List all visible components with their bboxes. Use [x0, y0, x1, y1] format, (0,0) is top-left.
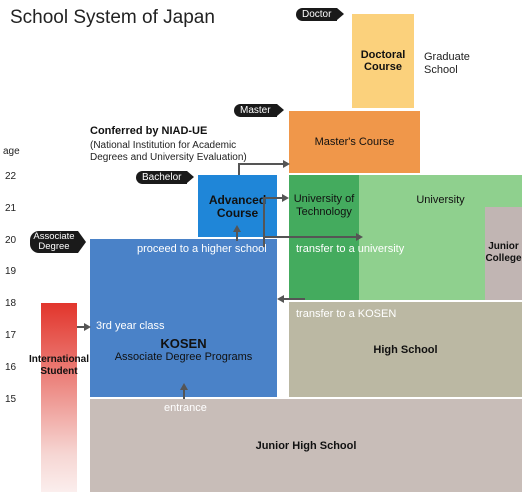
international-arrow-head [84, 323, 91, 331]
advanced-line1: Advanced [208, 193, 267, 207]
transfer-to-kosen-label: transfer to a KOSEN [296, 308, 397, 320]
high-school-label: High School [373, 343, 438, 356]
graduate-line1: Graduate [424, 51, 470, 63]
associate-line1: Associate [33, 231, 75, 242]
niad-heading: Conferred by NIAD-UE [90, 125, 208, 137]
doctoral-line2: Course [364, 61, 402, 73]
university-label: University [416, 194, 465, 206]
associate-tag-point [78, 231, 86, 253]
kosen-box: KOSEN Associate Degree Programs [90, 239, 277, 397]
age-tick-19: 19 [5, 266, 17, 277]
kosen-to-uot-head [282, 194, 289, 202]
international-line1: International [29, 354, 90, 365]
junior-high-school-box: Junior High School [90, 399, 522, 492]
international-student-label: International Student [29, 354, 89, 378]
kosen-to-advanced-line [236, 231, 238, 241]
age-axis-label: age [3, 146, 20, 157]
third-year-class-label: 3rd year class [96, 320, 165, 332]
age-tick-22: 22 [5, 171, 17, 182]
junior-college-box: Junior College [485, 207, 522, 300]
age-tick-18: 18 [5, 298, 17, 309]
associate-degree-tag: Associate Degree [30, 231, 78, 253]
entrance-label: entrance [164, 402, 207, 414]
advanced-line2: Course [216, 206, 259, 220]
international-arrow-line [77, 326, 85, 328]
kosen-to-advanced-head [233, 225, 241, 232]
high-school-box: High School [289, 302, 522, 397]
university-of-technology-label: University of Technology [289, 193, 359, 219]
niad-arrow-line-v [238, 163, 240, 175]
uot-line2: Technology [296, 206, 352, 218]
niad-line2: Degrees and University Evaluation) [90, 152, 247, 163]
doctoral-line1: Doctoral [360, 49, 406, 61]
master-tag: Master [234, 104, 284, 117]
kosen-to-uot-line-v [263, 197, 265, 247]
niad-arrow-line-h [238, 163, 284, 165]
niad-line1: (National Institution for Academic [90, 140, 237, 151]
doctor-tag: Doctor [296, 8, 345, 21]
age-tick-21: 21 [5, 203, 17, 214]
age-tick-20: 20 [5, 235, 17, 246]
doctoral-course-box: Doctoral Course [352, 14, 414, 108]
entrance-arrow-line [183, 389, 185, 399]
junior-college-label: Junior College [483, 241, 524, 265]
kosen-subtitle: Associate Degree Programs [114, 351, 253, 363]
proceed-higher-school-label: proceed to a higher school [137, 243, 267, 255]
masters-course-box: Master's Course [289, 111, 420, 173]
high-to-kosen-head [277, 295, 284, 303]
age-tick-15: 15 [5, 394, 17, 405]
international-line2: Student [40, 366, 78, 377]
junior-college-line1: Junior [488, 241, 519, 252]
page-title: School System of Japan [10, 7, 215, 28]
junior-college-line2: College [485, 253, 522, 264]
age-tick-16: 16 [5, 362, 17, 373]
kosen-title: KOSEN [160, 336, 207, 351]
kosen-to-uot-line-h [263, 197, 283, 199]
masters-course-label: Master's Course [314, 136, 395, 148]
entrance-arrow-head [180, 383, 188, 390]
niad-arrow-head [283, 160, 290, 168]
graduate-line2: School [424, 64, 458, 76]
high-to-kosen-line [283, 298, 305, 300]
transfer-to-university-label: transfer to a university [296, 243, 405, 255]
kosen-to-university-line [263, 236, 357, 238]
kosen-to-university-head [356, 233, 363, 241]
uot-line1: University of [293, 193, 355, 205]
associate-line2: Degree [38, 241, 70, 252]
bachelor-tag: Bachelor [136, 171, 196, 184]
advanced-course-label: Advanced Course [198, 194, 277, 220]
graduate-school-label: Graduate School [424, 51, 470, 77]
international-student-bar [41, 303, 77, 492]
junior-high-school-label: Junior High School [255, 439, 357, 452]
age-tick-17: 17 [5, 330, 17, 341]
